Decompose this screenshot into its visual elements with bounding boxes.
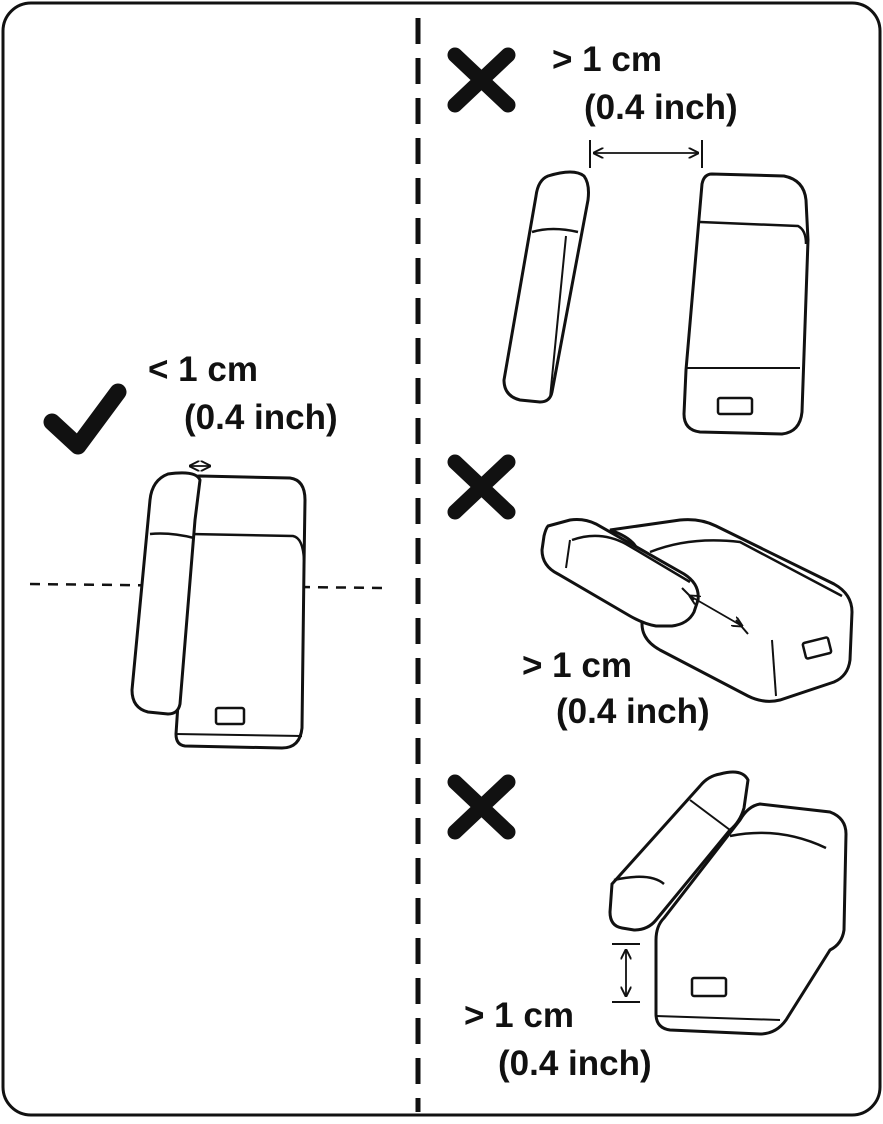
sensor-led-window (801, 636, 833, 660)
offset-dimension-marker (681, 587, 749, 635)
height-dimension-marker (612, 943, 640, 1003)
sensor-body-correct (174, 474, 307, 750)
checkmark-icon (43, 383, 127, 455)
sensor-body-gap (682, 172, 810, 436)
height-distance-inch-label: (0.4 inch) (498, 1044, 652, 1083)
offset-distance-inch-label: (0.4 inch) (556, 692, 710, 731)
magnet-gap (502, 170, 590, 404)
gap-distance-label: > 1 cm (552, 40, 662, 79)
offset-distance-label: > 1 cm (522, 646, 632, 685)
alignment-dashed-line (29, 582, 386, 590)
height-distance-label: > 1 cm (464, 996, 574, 1035)
gap-distance-inch-label: (0.4 inch) (584, 88, 738, 127)
correct-distance-inch-label: (0.4 inch) (184, 398, 338, 437)
cross-icon (447, 774, 516, 840)
sensor-led-window (690, 976, 728, 998)
sensor-led-window (214, 706, 246, 726)
correct-distance-label: < 1 cm (148, 350, 258, 389)
cross-icon (447, 47, 516, 113)
sensor-led-window (716, 396, 754, 416)
magnet-offset (540, 518, 700, 628)
sensor-body-height (654, 802, 848, 1036)
gap-dimension-marker (589, 140, 703, 168)
magnet-correct (130, 471, 202, 716)
magnet-height (608, 770, 750, 932)
cross-icon (447, 454, 516, 520)
